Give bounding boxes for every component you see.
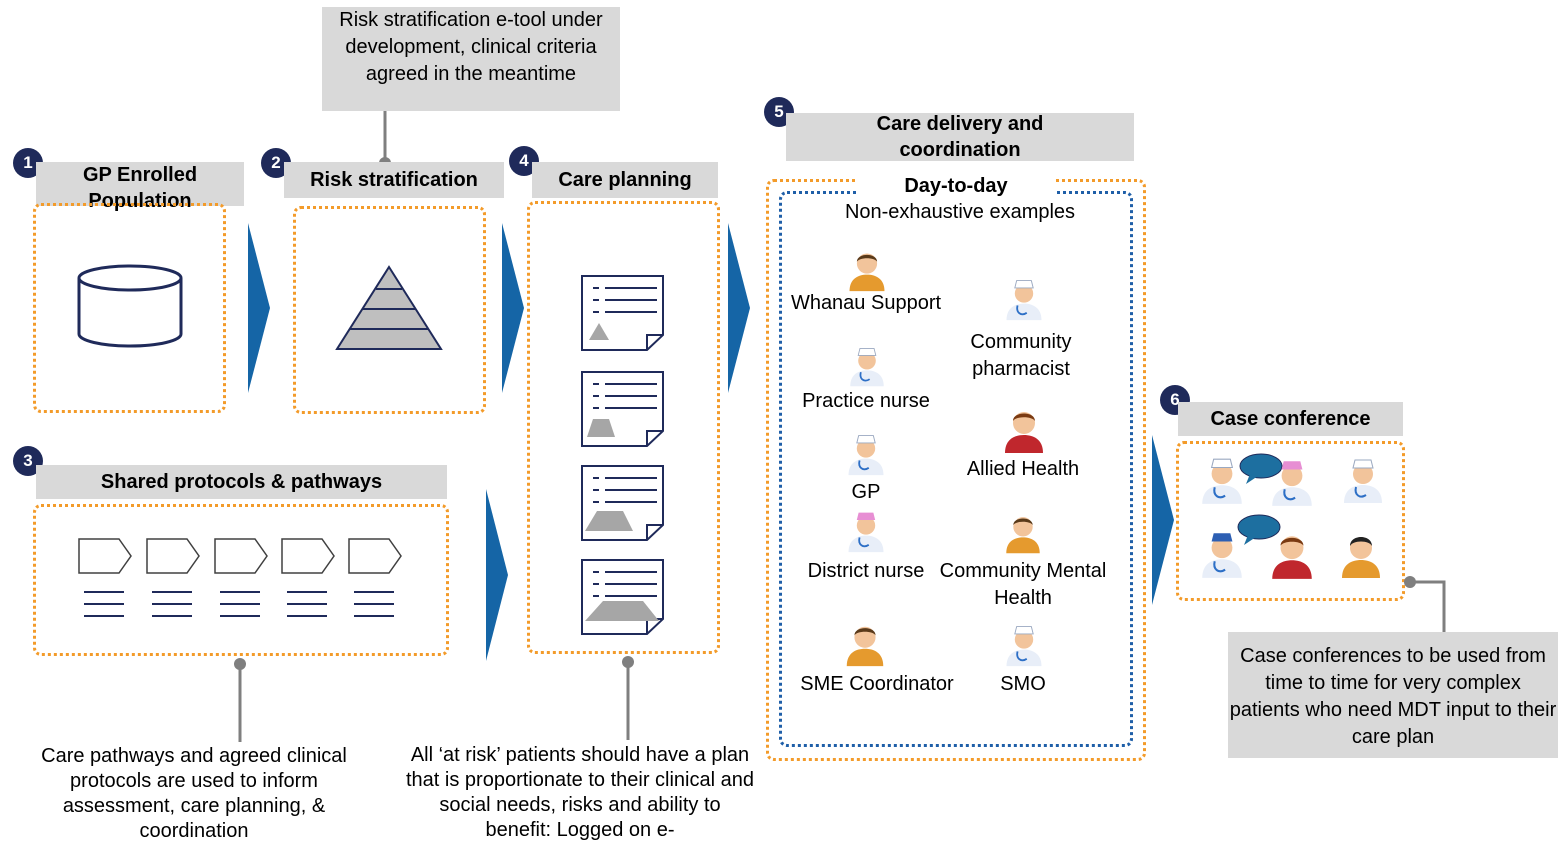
flow-arrow-1 <box>248 223 270 393</box>
care-plan-document-icon <box>581 465 664 541</box>
at-risk-note: All ‘at risk’ patients should have a pla… <box>406 744 754 841</box>
role-gp: GP <box>851 481 881 503</box>
community-pharmacist-person-icon <box>1001 276 1047 322</box>
care-plan-document-icon <box>581 559 664 635</box>
conference-person-icon <box>1266 454 1318 510</box>
care-plan-document-icon <box>581 371 664 447</box>
case-conf-connector <box>1404 576 1446 634</box>
step-2-title: Risk stratification <box>284 162 504 198</box>
flow-arrow-4 <box>728 223 750 393</box>
speech-bubble-icon <box>1237 514 1281 545</box>
pathways-connector <box>234 658 246 742</box>
pathway-steps-icon <box>78 538 402 617</box>
examples-label: Non-exhaustive examples <box>844 201 1076 223</box>
role-allied-health: Allied Health <box>966 458 1080 480</box>
role-sme-coordinator: SME Coordinator <box>800 673 954 695</box>
step-6-box <box>1176 441 1405 601</box>
role-district-nurse: District nurse <box>807 560 925 582</box>
step-6-badge: 6 <box>1160 385 1190 415</box>
community-mental-health-person-icon <box>1001 511 1045 555</box>
smo-person-icon <box>1001 622 1047 668</box>
conference-person-icon <box>1336 528 1386 582</box>
step-1-box <box>33 203 226 413</box>
step-2-box <box>293 206 486 414</box>
conference-person-icon <box>1338 452 1388 508</box>
step-3-box <box>33 504 449 656</box>
sme-coordinator-person-icon <box>840 620 890 668</box>
at-risk-connector <box>622 656 634 740</box>
flow-arrow-5 <box>1152 435 1174 605</box>
pathways-note: Care pathways and agreed clinical protoc… <box>41 745 347 842</box>
gp-person-icon <box>843 430 889 478</box>
database-icon <box>77 264 183 348</box>
pyramid-icon <box>335 265 443 350</box>
day-to-day-label: Day-to-day <box>856 174 1056 199</box>
step-5-title: Care delivery and coordination <box>786 113 1134 161</box>
step-3-title: Shared protocols & pathways <box>36 465 447 499</box>
step-4-box <box>527 201 720 654</box>
risk-tool-note: Risk stratification e-tool under develop… <box>322 7 620 111</box>
district-nurse-person-icon <box>843 508 889 554</box>
role-community-pharmacist: Community pharmacist <box>970 331 1072 380</box>
role-community-mental-health: Community Mental Health <box>939 560 1107 609</box>
practice-nurse-person-icon <box>844 344 890 388</box>
flow-arrow-2 <box>502 223 524 393</box>
role-whanau-support: Whanau Support <box>790 292 942 314</box>
conference-person-icon <box>1266 528 1318 582</box>
step-6-title: Case conference <box>1178 402 1403 436</box>
step-1-title: GP Enrolled Population <box>36 162 244 212</box>
case-conf-note: Case conferences to be used from time to… <box>1228 632 1558 758</box>
speech-bubble-icon <box>1239 453 1283 484</box>
role-practice-nurse: Practice nurse <box>802 390 930 412</box>
role-smo: SMO <box>1000 673 1046 695</box>
step-4-title: Care planning <box>532 162 718 198</box>
flow-arrow-3 <box>486 489 508 661</box>
care-plan-document-icon <box>581 275 664 351</box>
allied-health-person-icon <box>999 405 1049 455</box>
whanau-support-person-icon <box>844 247 890 293</box>
